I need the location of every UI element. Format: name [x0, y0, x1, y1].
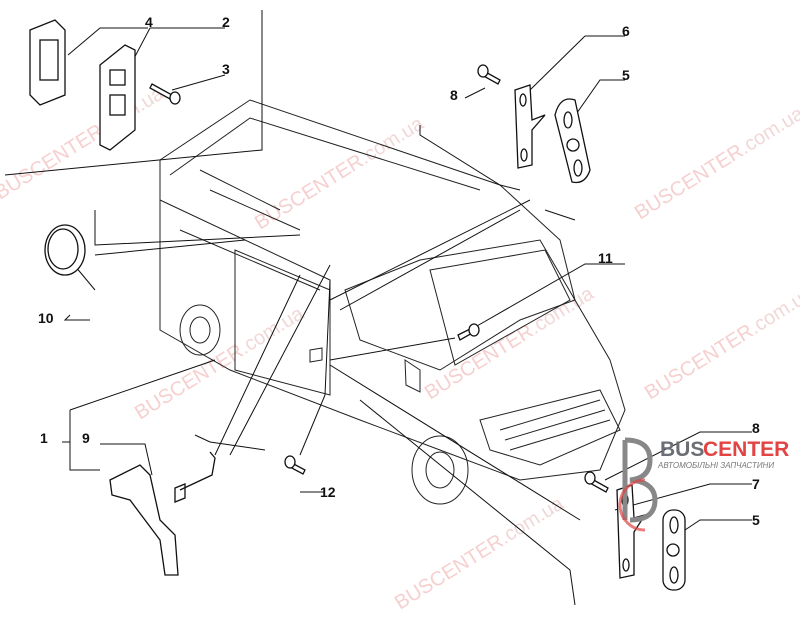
callout-11: 11 [598, 250, 613, 266]
part-5-plate-top [554, 98, 591, 184]
callout-labels: 4 2 3 6 8 5 11 10 1 9 12 8 7 5 [38, 14, 760, 528]
callout-5-bottom: 5 [752, 512, 760, 528]
callout-8-top: 8 [450, 87, 458, 103]
part-10-cap [44, 224, 86, 276]
logo-brand-bus: BUS [660, 438, 704, 461]
callout-7: 7 [752, 476, 760, 492]
callout-12: 12 [320, 484, 336, 500]
callout-6: 6 [622, 23, 630, 39]
watermark-text: BUSCENTER.com.ua [131, 302, 308, 424]
callout-5-top: 5 [622, 67, 630, 83]
leader-lines [4, 10, 752, 606]
part-rod [179, 451, 216, 491]
callout-4: 4 [145, 14, 153, 30]
logo-subtitle: АВТОМОБІЛЬНІ ЗАПЧАСТИНИ [657, 461, 774, 470]
part-8-bolt-bottom [584, 471, 609, 493]
callout-8-bottom: 8 [752, 420, 760, 436]
callout-2: 2 [222, 14, 230, 30]
callout-10: 10 [38, 310, 54, 326]
part-6-hinge-bracket [514, 84, 546, 169]
part-4-bracket [29, 19, 66, 106]
watermark-text: BUSCENTER.com.ua [391, 492, 568, 614]
callout-1: 1 [40, 430, 48, 446]
part-9-hinge-arm [109, 464, 186, 576]
watermark-text: BUSCENTER.com.ua [641, 282, 800, 404]
watermark-text: BUSCENTER.com.ua [631, 102, 800, 224]
part-12-bolt [284, 455, 306, 475]
watermark-text: BUSCENTER.com.ua [421, 282, 598, 404]
part-11-bolt [457, 323, 480, 341]
watermark-text: BUSCENTER.com.ua [0, 82, 168, 204]
callout-9: 9 [82, 430, 90, 446]
buscenter-logo: BUS CENTER АВТОМОБІЛЬНІ ЗАПЧАСТИНИ [618, 437, 789, 532]
part-3-bolt [149, 83, 181, 105]
callout-3: 3 [222, 61, 230, 77]
logo-brand-center: CENTER [703, 438, 789, 461]
part-2-striker-plate [99, 44, 136, 151]
part-5-plate-bottom [662, 509, 686, 591]
part-8-bolt-top [477, 64, 501, 85]
